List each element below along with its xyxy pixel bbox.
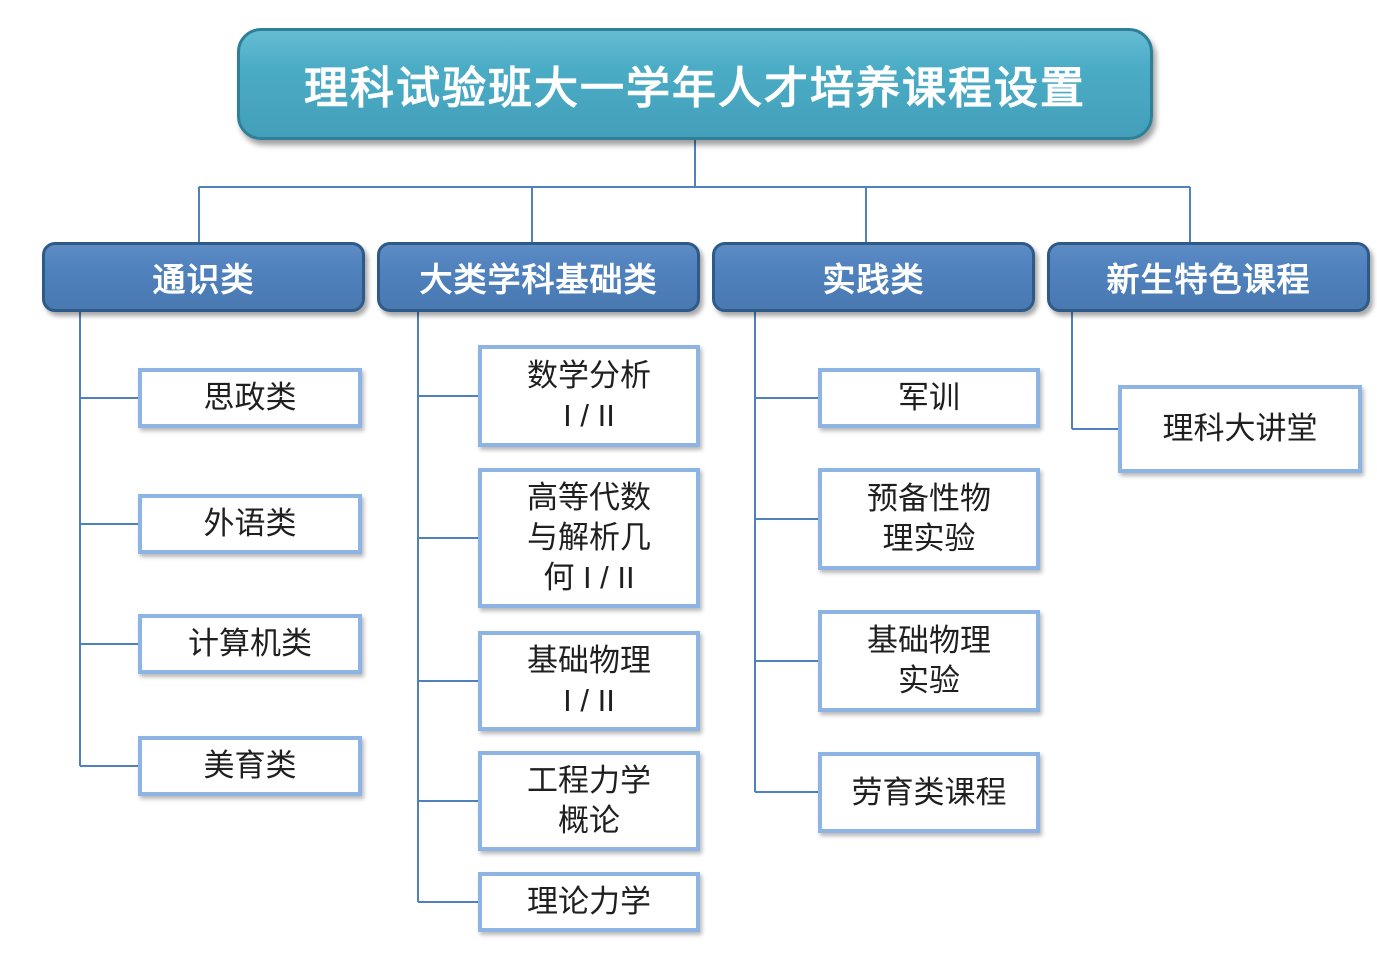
chart-title: 理科试验班大一学年人才培养课程设置 [237, 28, 1153, 140]
category-box-discipline-foundation: 大类学科基础类 [377, 242, 700, 312]
course-box: 外语类 [138, 494, 362, 554]
course-box: 计算机类 [138, 614, 362, 674]
course-box: 预备性物 理实验 [818, 468, 1040, 570]
category-box-practice: 实践类 [712, 242, 1035, 312]
course-box: 理科大讲堂 [1118, 385, 1362, 473]
course-box: 思政类 [138, 368, 362, 428]
category-box-freshman-special: 新生特色课程 [1047, 242, 1370, 312]
course-box: 高等代数 与解析几 何 I / II [478, 468, 700, 608]
course-box: 数学分析 I / II [478, 345, 700, 447]
course-box: 基础物理 实验 [818, 610, 1040, 712]
course-box: 劳育类课程 [818, 752, 1040, 833]
category-box-general-education: 通识类 [42, 242, 365, 312]
course-box: 军训 [818, 368, 1040, 428]
course-box: 工程力学 概论 [478, 751, 700, 851]
course-box: 基础物理 I / II [478, 631, 700, 731]
course-box: 美育类 [138, 736, 362, 796]
course-box: 理论力学 [478, 872, 700, 932]
